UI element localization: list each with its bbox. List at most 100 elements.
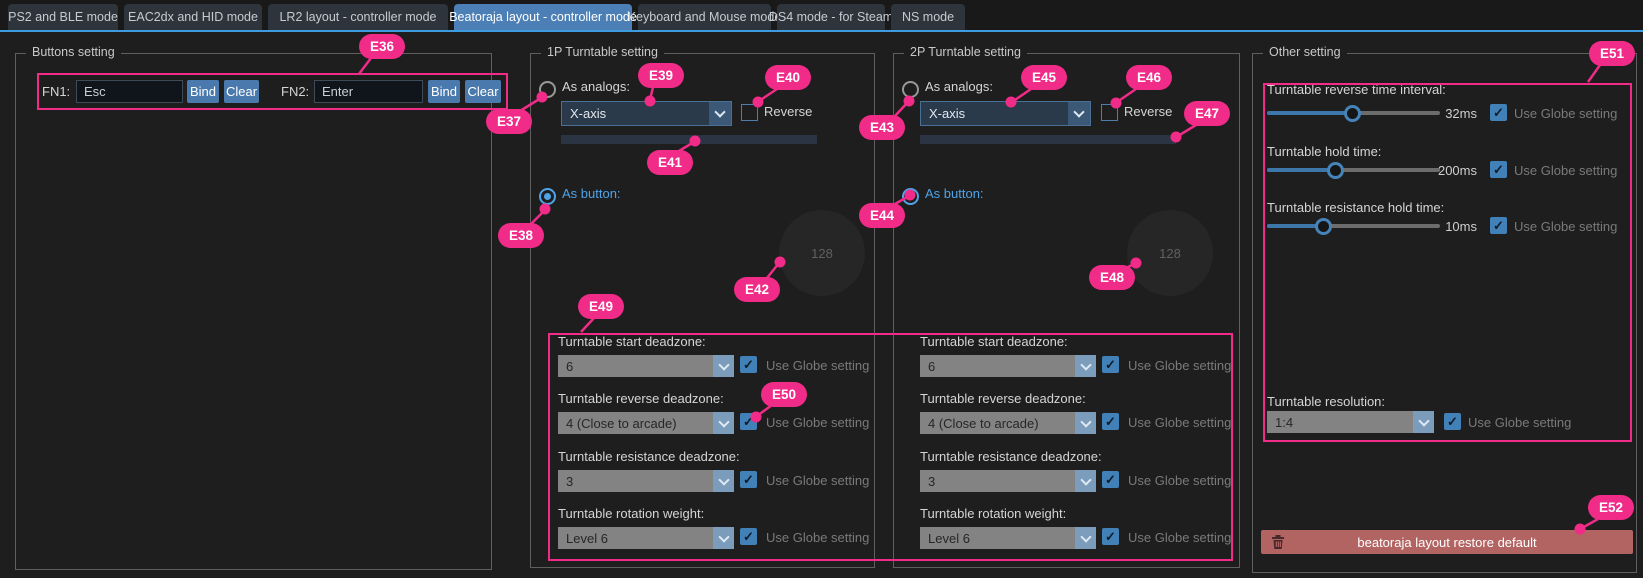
reverse-time-globe-checkbox[interactable]: ✓ (1490, 104, 1507, 121)
check-icon: ✓ (1105, 414, 1116, 429)
resolution-select[interactable]: 1:4 (1267, 411, 1434, 433)
resistance-hold-globe-checkbox[interactable]: ✓ (1490, 217, 1507, 234)
annotation-badge-e36: E36 (359, 34, 405, 59)
tab-ds4-steam[interactable]: DS4 mode - for Steam (769, 4, 893, 30)
p1-rotation-weight-globe-checkbox[interactable]: ✓ (740, 528, 757, 545)
p1-resistance-deadzone-select[interactable]: 3 (558, 470, 734, 492)
p2-rotation-weight-select[interactable]: Level 6 (920, 527, 1096, 549)
tab-ps2-ble[interactable]: PS2 and BLE mode (8, 4, 118, 30)
fn1-label: FN1: (42, 84, 71, 99)
p2-reverse-deadzone-select[interactable]: 4 (Close to arcade) (920, 412, 1096, 434)
p2-as-analogs-label: As analogs: (925, 79, 993, 94)
p1-reverse-deadzone-label: Turntable reverse deadzone: (558, 391, 724, 406)
chevron-down-icon (1075, 355, 1096, 377)
p1-resistance-deadzone-globe-label: Use Globe setting (766, 473, 870, 488)
p1-as-analogs-radio[interactable] (539, 81, 556, 98)
p1-reverse-deadzone-select[interactable]: 4 (Close to arcade) (558, 412, 734, 434)
annotation-badge-e49: E49 (578, 294, 624, 319)
annotation-badge-e50: E50 (761, 382, 807, 407)
p2-as-analogs-radio[interactable] (902, 81, 919, 98)
p1-axis-select[interactable]: X-axis (561, 101, 732, 126)
p1-start-deadzone-globe-checkbox[interactable]: ✓ (740, 356, 757, 373)
resistance-hold-time-value: 10ms (1445, 219, 1477, 234)
p1-axis-value: X-axis (570, 106, 607, 121)
buttons-setting-title: Buttons setting (26, 45, 121, 59)
p2-reverse-deadzone-globe-label: Use Globe setting (1128, 415, 1232, 430)
tab-bar: PS2 and BLE mode EAC2dx and HID mode LR2… (0, 0, 1643, 30)
fn2-input[interactable]: Enter (314, 80, 423, 103)
p2-axis-select[interactable]: X-axis (920, 101, 1091, 126)
p2-reverse-deadzone-globe-checkbox[interactable]: ✓ (1102, 413, 1119, 430)
fn1-bind-button[interactable]: Bind (187, 80, 219, 103)
chevron-down-icon (713, 527, 734, 549)
check-icon: ✓ (1493, 218, 1504, 233)
annotation-badge-e44: E44 (859, 203, 905, 228)
restore-default-button[interactable]: beatoraja layout restore default (1261, 530, 1633, 554)
check-icon: ✓ (743, 472, 754, 487)
hold-time-slider-thumb[interactable] (1327, 162, 1344, 179)
chevron-down-icon (1075, 527, 1096, 549)
resistance-hold-time-slider-thumb[interactable] (1315, 218, 1332, 235)
p2-as-button-label: As button: (925, 186, 984, 201)
chevron-down-icon (1075, 470, 1096, 492)
p2-resistance-deadzone-select[interactable]: 3 (920, 470, 1096, 492)
annotation-badge-e40: E40 (765, 65, 811, 90)
p2-start-deadzone-select[interactable]: 6 (920, 355, 1096, 377)
slider-fill (1267, 168, 1335, 172)
tab-ns-mode[interactable]: NS mode (891, 4, 965, 30)
p2-rotation-weight-globe-checkbox[interactable]: ✓ (1102, 528, 1119, 545)
fn2-clear-button[interactable]: Clear (465, 80, 501, 103)
p2-resistance-deadzone-globe-checkbox[interactable]: ✓ (1102, 471, 1119, 488)
resolution-label: Turntable resolution: (1267, 394, 1386, 409)
p1-start-deadzone-globe-label: Use Globe setting (766, 358, 870, 373)
p1-as-button-radio[interactable] (539, 188, 556, 205)
p1-reverse-checkbox[interactable] (741, 104, 758, 121)
p1-analog-level-bar (561, 135, 817, 144)
tab-eac2dx-hid[interactable]: EAC2dx and HID mode (124, 4, 262, 30)
trash-icon (1272, 535, 1284, 549)
chevron-down-icon (1068, 102, 1090, 125)
p2-reverse-deadzone-label: Turntable reverse deadzone: (920, 391, 1086, 406)
p1-reverse-deadzone-globe-checkbox[interactable]: ✓ (740, 413, 757, 430)
chevron-down-icon (1075, 412, 1096, 434)
fn1-input[interactable]: Esc (76, 80, 183, 103)
fn1-clear-button[interactable]: Clear (224, 80, 259, 103)
p1-start-deadzone-label: Turntable start deadzone: (558, 334, 706, 349)
p2-analog-level-bar (920, 135, 1176, 144)
check-icon: ✓ (743, 414, 754, 429)
p2-axis-value: X-axis (929, 106, 966, 121)
annotation-badge-e45: E45 (1021, 65, 1067, 90)
p2-as-button-radio[interactable] (902, 188, 919, 205)
annotation-badge-e39: E39 (638, 63, 684, 88)
fn2-bind-button[interactable]: Bind (428, 80, 460, 103)
p1-start-deadzone-select[interactable]: 6 (558, 355, 734, 377)
slider-fill (1267, 111, 1352, 115)
p1-reverse-deadzone-globe-label: Use Globe setting (766, 415, 870, 430)
resistance-hold-globe-label: Use Globe setting (1514, 219, 1618, 234)
p1-reverse-label: Reverse (764, 104, 813, 119)
p1-turntable-title: 1P Turntable setting (541, 45, 664, 59)
p2-reverse-label: Reverse (1124, 104, 1173, 119)
p1-rotation-weight-select[interactable]: Level 6 (558, 527, 734, 549)
resolution-globe-checkbox[interactable]: ✓ (1444, 413, 1461, 430)
annotation-badge-e51: E51 (1589, 41, 1635, 66)
annotation-badge-e47: E47 (1184, 101, 1230, 126)
p1-resistance-deadzone-label: Turntable resistance deadzone: (558, 449, 740, 464)
reverse-time-interval-slider-thumb[interactable] (1344, 105, 1361, 122)
hold-time-globe-checkbox[interactable]: ✓ (1490, 161, 1507, 178)
p1-resistance-deadzone-globe-checkbox[interactable]: ✓ (740, 471, 757, 488)
check-icon: ✓ (1493, 162, 1504, 177)
tab-beatoraja-layout[interactable]: Beatoraja layout - controller mode (449, 4, 637, 30)
tab-keyboard-mouse[interactable]: Keyboard and Mouse mode (628, 4, 781, 30)
hold-time-slider[interactable] (1267, 168, 1440, 172)
p2-reverse-checkbox[interactable] (1101, 104, 1118, 121)
check-icon: ✓ (1447, 414, 1458, 429)
p2-turntable-circle: 128 (1127, 210, 1213, 296)
p2-start-deadzone-globe-checkbox[interactable]: ✓ (1102, 356, 1119, 373)
tab-lr2-layout[interactable]: LR2 layout - controller mode (268, 4, 448, 30)
resistance-hold-time-slider[interactable] (1267, 224, 1440, 228)
p2-resistance-deadzone-globe-label: Use Globe setting (1128, 473, 1232, 488)
other-setting-group: Other setting (1252, 45, 1637, 573)
other-setting-title: Other setting (1263, 45, 1347, 59)
